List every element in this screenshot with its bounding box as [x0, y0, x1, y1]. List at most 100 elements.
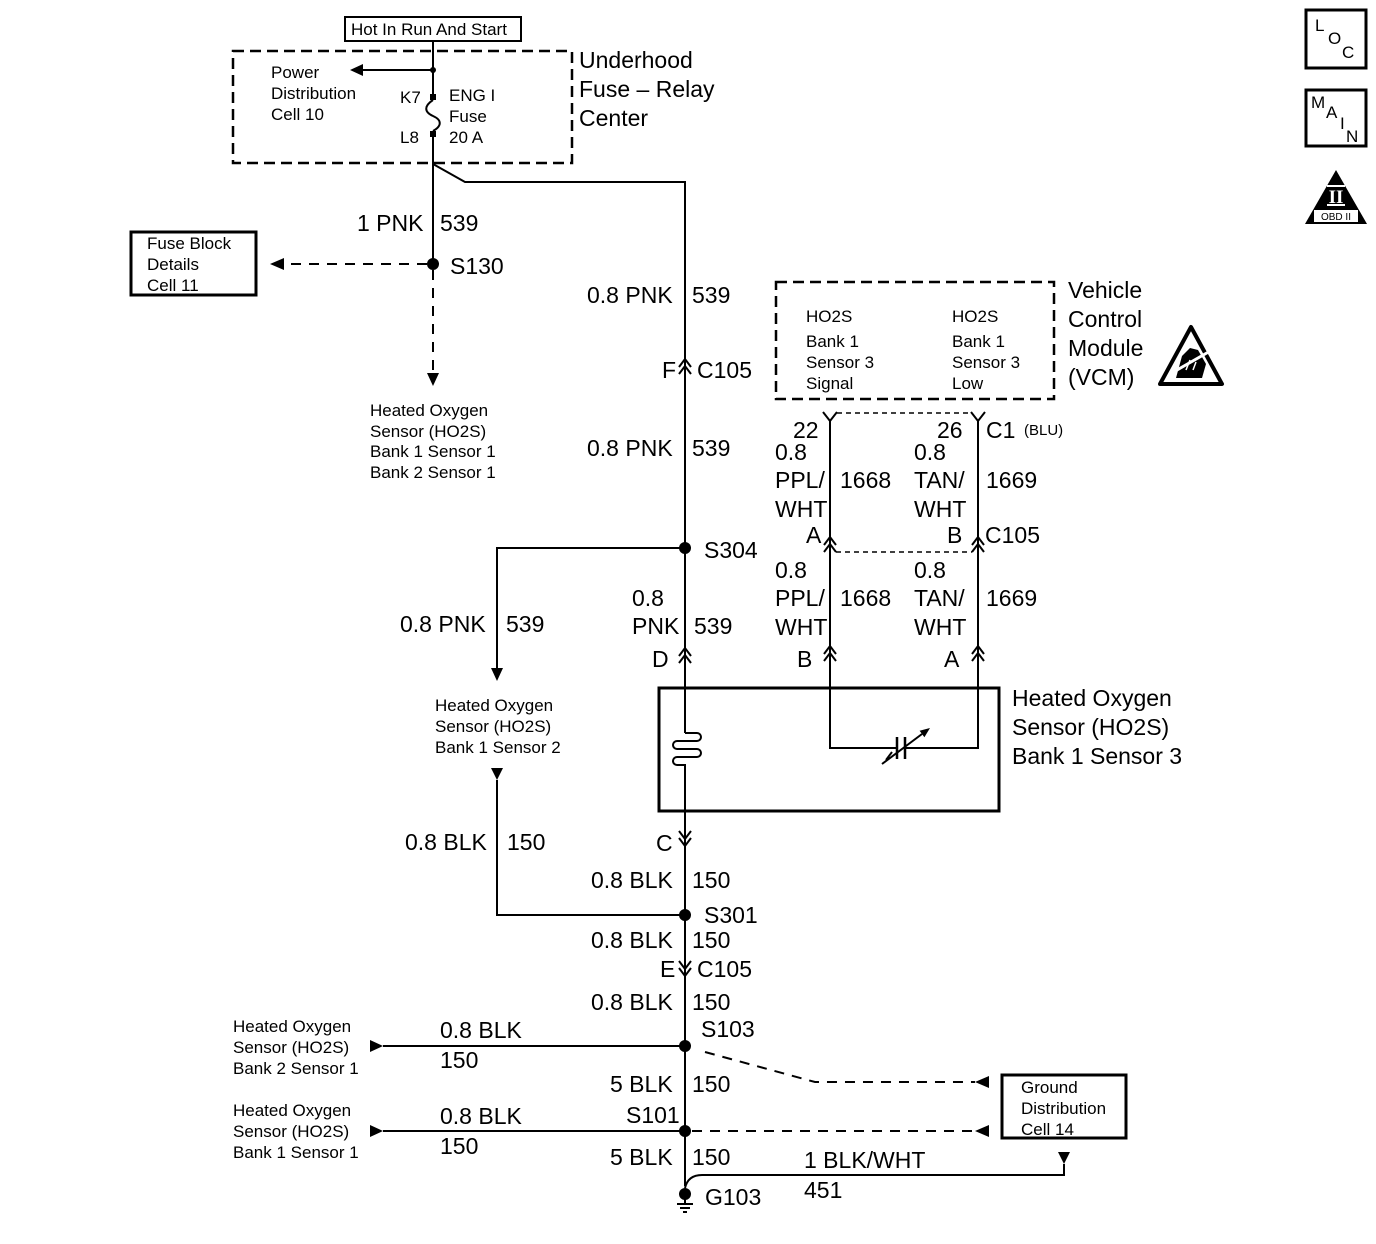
- ground-distribution-ref-line2[interactable]: Distribution: [1021, 1099, 1106, 1118]
- wire-circuit: 150: [440, 1047, 478, 1073]
- fuse-block-ref-line1[interactable]: Fuse Block: [147, 234, 232, 253]
- wire-size: 0.8: [775, 439, 807, 465]
- wire-circuit: 539: [440, 210, 478, 236]
- nav-obd-ii-icon[interactable]: II OBD II: [1305, 170, 1367, 224]
- vcm-title-line2: Control: [1068, 306, 1142, 332]
- arrow-left-icon: [975, 1125, 989, 1137]
- relay-center-title-line2: Fuse – Relay: [579, 76, 715, 102]
- loc-icon-letter: L: [1315, 16, 1324, 35]
- main-icon-letter: I: [1340, 114, 1345, 133]
- nav-loc-icon[interactable]: L O C: [1304, 8, 1368, 70]
- connector-pin: F: [662, 357, 676, 383]
- ho2s-b2s1-ref-line3[interactable]: Bank 2 Sensor 1: [233, 1059, 359, 1078]
- loc-icon-frame[interactable]: [1304, 8, 1368, 70]
- wire-circuit: 1668: [840, 585, 891, 611]
- fuse-terminal-k7-icon: [430, 94, 436, 100]
- main-icon-letter: N: [1346, 127, 1358, 146]
- vcm-title-line1: Vehicle: [1068, 277, 1142, 303]
- connector-sensor-b-icon: [823, 644, 837, 662]
- wire-size-color: 0.8 BLK: [405, 829, 487, 855]
- main-icon-frame[interactable]: [1304, 88, 1368, 148]
- fuse-block-ref-line2[interactable]: Details: [147, 255, 199, 274]
- wire-ground-451: [684, 1164, 1065, 1189]
- wire-circuit: 1669: [986, 467, 1037, 493]
- underhood-fuse-relay-center: Hot In Run And Start Power Distribution …: [231, 16, 715, 165]
- ho2s-b1s3-title-line3: Bank 1 Sensor 3: [1012, 743, 1182, 769]
- wire-color: PPL/: [775, 467, 825, 493]
- power-distribution-ref-line1[interactable]: Power: [271, 63, 320, 82]
- wire-circuit: 150: [692, 927, 730, 953]
- wire-circuit: 150: [440, 1133, 478, 1159]
- fuse-terminal-in: K7: [400, 88, 421, 107]
- ho2s-b1s2-ref-line3[interactable]: Bank 1 Sensor 2: [435, 738, 561, 757]
- wire-circuit: 150: [692, 989, 730, 1015]
- wire-sensor-element-low: [905, 420, 979, 749]
- relay-center-title-line3: Center: [579, 105, 648, 131]
- arrow-right-icon: [370, 1040, 383, 1052]
- esd-warning-icon: [1158, 325, 1224, 386]
- connector-pin: C: [656, 830, 673, 856]
- connector-c1-pin26-icon: [970, 411, 986, 423]
- wire-size: 0.8: [775, 557, 807, 583]
- ho2s-b1s1-ref-line1[interactable]: Heated Oxygen: [233, 1101, 351, 1120]
- ground-symbol-icon: [677, 1194, 693, 1213]
- ho2s-bank1-sensor3: Heated Oxygen Sensor (HO2S) Bank 1 Senso…: [657, 420, 1182, 813]
- ho2s-b1s2-ref-line2[interactable]: Sensor (HO2S): [435, 717, 551, 736]
- connector-c105-b-icon: [971, 535, 985, 553]
- wire-circuit: 150: [692, 1144, 730, 1170]
- connector-name: C1: [986, 417, 1015, 443]
- splice-s304-label: S304: [704, 537, 758, 563]
- arrow-down-icon: [427, 373, 439, 386]
- wire-size-color: 1 PNK: [357, 210, 424, 236]
- vcm-low-input-line4: Low: [952, 374, 984, 393]
- nav-main-icon[interactable]: M A I N: [1304, 88, 1368, 148]
- wire-circuit: 539: [506, 611, 544, 637]
- arrow-left-icon: [350, 64, 363, 76]
- wire-color: TAN/: [914, 467, 965, 493]
- power-distribution-ref-line2[interactable]: Distribution: [271, 84, 356, 103]
- ho2s-ref-line1[interactable]: Heated Oxygen: [370, 401, 488, 420]
- wire-circuit: 150: [692, 1071, 730, 1097]
- fuse-block-ref-box[interactable]: [129, 230, 258, 297]
- connector-pin: 26: [937, 417, 963, 443]
- wire-size: 0.8: [914, 557, 946, 583]
- s130-area: 1 PNK 539 S130 Fuse Block Details Cell 1…: [129, 137, 504, 482]
- relay-center-title-line1: Underhood: [579, 47, 693, 73]
- ground-distribution-ref-line1[interactable]: Ground: [1021, 1078, 1078, 1097]
- obd-caption-box: [1314, 210, 1358, 222]
- vcm-outline: [774, 280, 1056, 401]
- wire-s304-to-ho2s-b1s2: [496, 547, 685, 668]
- splice-s130-label: S130: [450, 253, 504, 279]
- ho2s-ref-line3[interactable]: Bank 1 Sensor 1: [370, 442, 496, 461]
- fuse-label-line3: 20 A: [449, 128, 484, 147]
- wire-size-color: 0.8 BLK: [440, 1017, 522, 1043]
- vcm-low-input-line3: Sensor 3: [952, 353, 1020, 372]
- vcm-low-input-line2: Bank 1: [952, 332, 1005, 351]
- ground-distribution-ref-line3[interactable]: Cell 14: [1021, 1120, 1074, 1139]
- ho2s-b1s2-ref-line1[interactable]: Heated Oxygen: [435, 696, 553, 715]
- ho2s-b1s1-ref-line2[interactable]: Sensor (HO2S): [233, 1122, 349, 1141]
- ground-g103-label: G103: [705, 1184, 761, 1210]
- ho2s-b2s1-ref-line2[interactable]: Sensor (HO2S): [233, 1038, 349, 1057]
- power-distribution-ref-line3[interactable]: Cell 10: [271, 105, 324, 124]
- wire-circuit: 539: [692, 282, 730, 308]
- connector-sensor-c-icon: [678, 830, 692, 848]
- ground-distribution-ref-box[interactable]: [1000, 1073, 1128, 1140]
- wire-ho2s-b1s2-to-s301: [496, 780, 685, 916]
- connector-pin: B: [947, 522, 962, 548]
- wire-size-color: 0.8 BLK: [440, 1103, 522, 1129]
- connector-sensor-d-icon: [678, 646, 692, 664]
- fuse-block-ref-line3[interactable]: Cell 11: [147, 276, 199, 295]
- fuse-terminal-l8-icon: [430, 131, 436, 137]
- wire-circuit: 539: [694, 613, 732, 639]
- ho2s-ref-line2[interactable]: Sensor (HO2S): [370, 422, 486, 441]
- wire-color: WHT: [914, 614, 966, 640]
- wire-circuit: 150: [692, 867, 730, 893]
- wire-circuit: 1668: [840, 467, 891, 493]
- ho2s-b2s1-ref-line1[interactable]: Heated Oxygen: [233, 1017, 351, 1036]
- wire-size-color: 0.8 PNK: [400, 611, 486, 637]
- connector-name: C105: [697, 357, 752, 383]
- ho2s-ref-line4[interactable]: Bank 2 Sensor 1: [370, 463, 496, 482]
- relay-center-outline: [231, 49, 574, 165]
- ho2s-b1s1-ref-line3[interactable]: Bank 1 Sensor 1: [233, 1143, 359, 1162]
